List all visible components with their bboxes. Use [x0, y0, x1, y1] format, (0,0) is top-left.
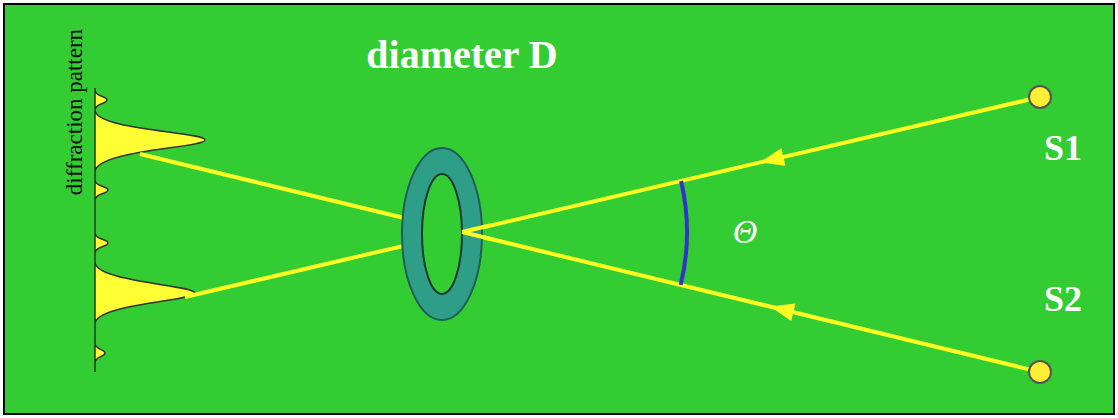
source-label: S1: [1044, 129, 1082, 169]
ray-arrowhead: [758, 148, 785, 171]
source-circle: [1029, 86, 1051, 108]
dimension-label: diameter D: [366, 33, 557, 77]
point-source: S2: [1026, 280, 1085, 387]
aperture-hole: [422, 174, 462, 294]
diffraction-curve: [95, 88, 205, 372]
ray-arrowhead: [768, 298, 796, 321]
point-source: S1: [1026, 83, 1085, 169]
axis-label: diffraction pattern: [62, 29, 87, 195]
angle-arc: [681, 181, 687, 285]
green-ground: [4, 4, 1114, 414]
angle-label: Θ: [733, 213, 758, 250]
light-ray: [462, 232, 490, 239]
source-circle: [1029, 361, 1051, 383]
source-label: S2: [1044, 280, 1082, 320]
light-ray: [140, 154, 1040, 372]
